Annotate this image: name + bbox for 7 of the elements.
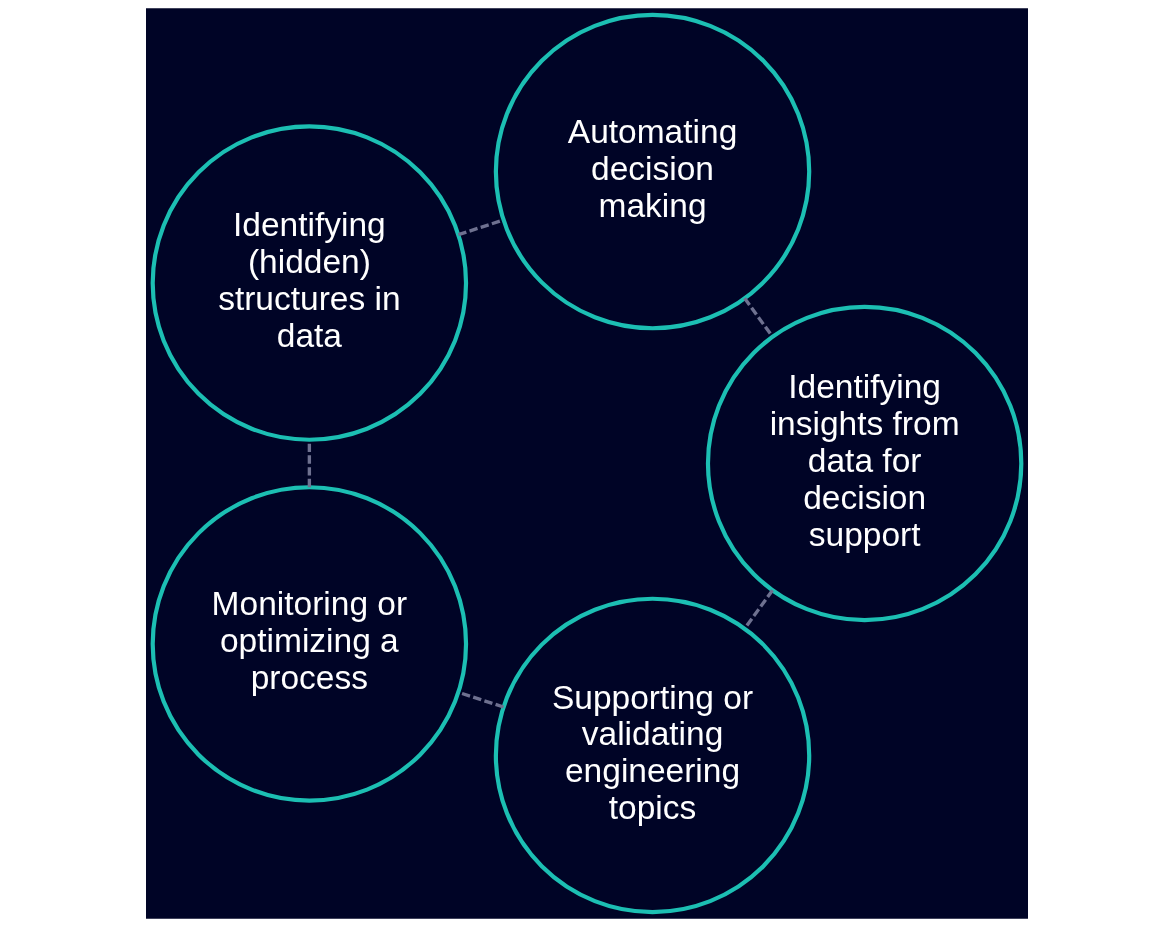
node-circle: Identifying (hidden) structures in data [150,124,468,442]
connector [457,690,504,709]
node-circle: Monitoring or optimizing a process [150,485,468,803]
node-circle: Identifying insights from data for decision support [705,304,1023,623]
connector [457,218,504,237]
node-circle: Automating decision making [493,12,811,331]
node-circle: Supporting or validating engineering topics [493,596,811,915]
